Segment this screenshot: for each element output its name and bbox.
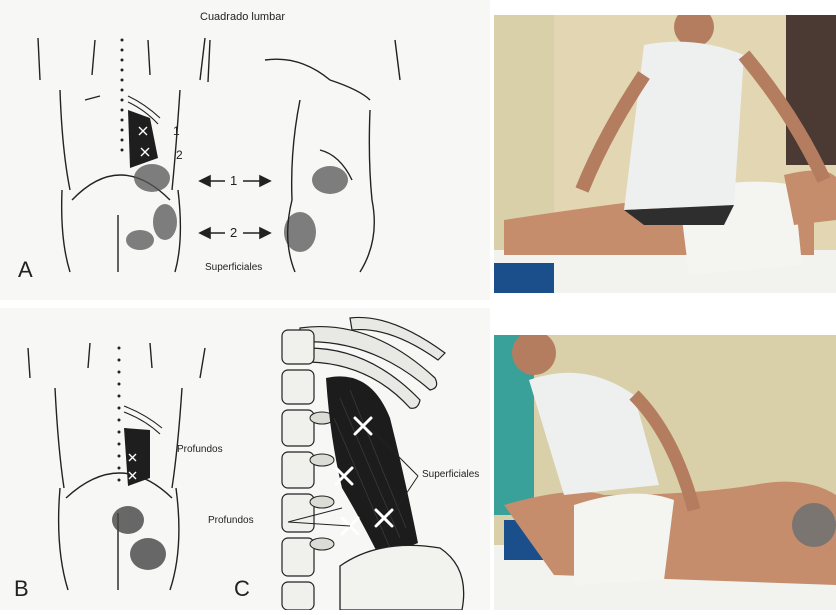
spine-a [121, 39, 124, 152]
panel-letter-b: B [14, 576, 29, 602]
treatment-table [494, 263, 554, 293]
patient-body-2 [504, 482, 836, 585]
muscle-title: Cuadrado lumbar [200, 11, 285, 23]
photo-2-scene [494, 335, 836, 610]
panel-b-drawing [0, 308, 230, 610]
label-profundos-b: Profundos [177, 444, 223, 455]
photo-massage-lower-back [494, 15, 836, 293]
photo-1-scene [494, 15, 836, 293]
back-figure-b [28, 343, 205, 590]
caption-superficiales: Superficiales [205, 262, 262, 273]
patient-head [792, 503, 836, 547]
therapist-coat [624, 42, 744, 210]
label-profundos-c: Profundos [208, 515, 254, 526]
illustration-panel-c: Superficiales Profundos C [230, 308, 490, 610]
pain-zones-b [112, 506, 166, 570]
iliac-crest-c [340, 545, 464, 610]
label-superficiales-c: Superficiales [422, 469, 479, 480]
illustration-panel-b: Profundos B [0, 308, 230, 610]
quadratus-muscle-b [124, 428, 150, 486]
arrow-label-1: 1 [230, 173, 237, 188]
spine-b [118, 347, 121, 482]
vertebrae-c [282, 330, 314, 610]
panel-a-drawing [0, 0, 490, 300]
towel-2 [574, 494, 674, 585]
arrow-label-2: 2 [230, 225, 237, 240]
photo-massage-side [494, 335, 836, 610]
illustration-panel-a: Cuadrado lumbar 1 2 1 2 Superficiales A [0, 0, 490, 300]
marker-1: 1 [173, 124, 180, 138]
quadratus-muscle-c [326, 376, 418, 558]
marker-2: 2 [176, 148, 183, 162]
panel-c-drawing [230, 308, 490, 610]
panel-letter-c: C [234, 576, 250, 602]
panel-letter-a: A [18, 257, 33, 283]
